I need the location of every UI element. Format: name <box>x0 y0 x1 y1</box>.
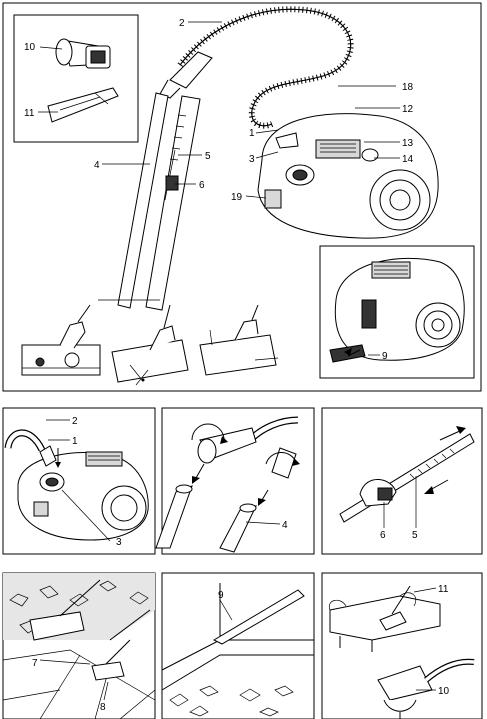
callout-9: 9 <box>382 351 388 362</box>
step4-callout-8: 8 <box>100 702 106 713</box>
accessory-inset <box>14 15 138 142</box>
step3-callout-6: 6 <box>380 530 386 541</box>
step4-callout-7: 7 <box>32 658 38 669</box>
callout-2: 2 <box>179 18 185 29</box>
tube-illustration <box>98 93 200 310</box>
floor-nozzle-illustration <box>22 305 100 375</box>
callout-5: 5 <box>205 151 211 162</box>
step1-callout-1: 1 <box>72 436 78 447</box>
callout-1: 1 <box>249 128 255 139</box>
tube-slide-catch <box>166 176 178 190</box>
callout-12: 12 <box>402 104 414 115</box>
upholstery-nozzle-illustration <box>56 39 110 68</box>
callout-13: 13 <box>402 138 414 149</box>
step5-callout-9: 9 <box>218 590 224 601</box>
step6-callout-10: 10 <box>438 686 450 697</box>
callout-10: 10 <box>24 42 36 53</box>
dust-bag-inset <box>320 246 474 378</box>
step5-panel: 9 <box>162 573 314 719</box>
callout-3: 3 <box>249 154 255 165</box>
callout-6: 6 <box>199 180 205 191</box>
step6-callout-11: 11 <box>438 584 449 595</box>
callout-19: 19 <box>231 192 243 203</box>
callout-11: 11 <box>24 108 35 119</box>
callout-18: 18 <box>402 82 414 93</box>
step3-panel: 6 5 <box>322 408 482 554</box>
crevice-nozzle-illustration <box>48 88 118 122</box>
parquet-nozzle-illustration <box>200 305 278 375</box>
step1-callout-2: 2 <box>72 416 78 427</box>
step1-panel: 2 1 3 <box>3 408 155 554</box>
callout-14: 14 <box>402 154 414 165</box>
step4-panel: 7 8 <box>3 573 155 719</box>
step2-panel: 4 <box>156 408 314 554</box>
overview-panel: 10 11 2 4 5 6 1 3 18 12 13 14 19 9 <box>3 3 481 391</box>
vacuum-body-illustration <box>258 114 438 239</box>
step3-callout-5: 5 <box>412 530 418 541</box>
step1-callout-3: 3 <box>116 537 122 548</box>
combination-nozzle-illustration <box>112 305 188 385</box>
step6-panel: 11 10 <box>322 573 482 719</box>
callout-4: 4 <box>94 160 100 171</box>
step2-callout-4: 4 <box>282 520 288 531</box>
